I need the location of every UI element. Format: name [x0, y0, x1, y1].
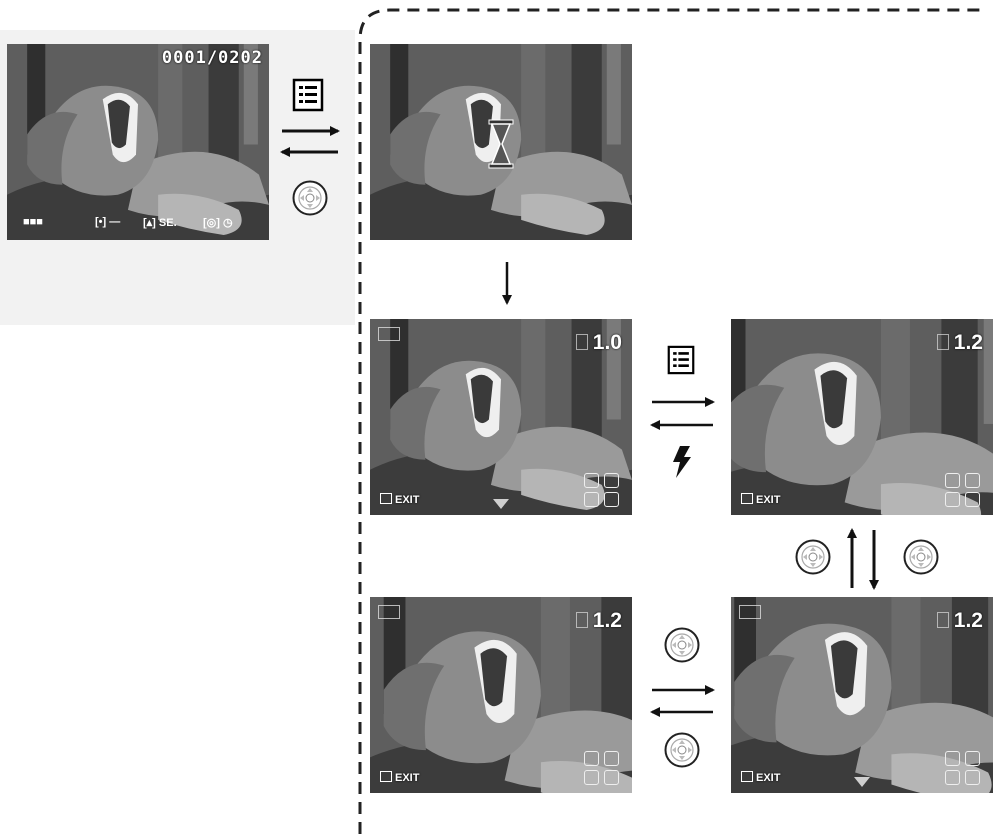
processing-screen — [370, 44, 632, 240]
image-counter: 0001/0202 — [161, 48, 263, 68]
zoom-level: 1.0 — [592, 331, 622, 354]
zoom-indicator-icon — [576, 612, 588, 628]
zoom-controls-icon — [945, 473, 985, 509]
dpad-right-icon — [903, 539, 939, 575]
zoom-screen-1-2-panned-down: 1.2 EXIT — [731, 597, 993, 793]
zoom-level: 1.2 — [953, 331, 983, 354]
exit-label: EXIT — [380, 493, 419, 506]
hourglass-icon — [488, 119, 514, 169]
zoom-screen-1-0: 1.0 EXIT — [370, 319, 632, 515]
zoom-controls-icon — [584, 751, 624, 787]
exit-label: EXIT — [741, 493, 780, 506]
zoom-level: 1.2 — [953, 609, 983, 632]
flash-icon — [673, 446, 691, 478]
zoom-screen-1-2: 1.2 EXIT — [731, 319, 993, 515]
dpad-down-icon — [664, 732, 700, 768]
zoom-controls-icon — [584, 473, 624, 509]
dpad-center-icon — [292, 180, 328, 216]
menu-icon — [292, 78, 324, 112]
dpad-left-icon — [795, 539, 831, 575]
zoom-indicator-icon — [937, 334, 949, 350]
zoom-indicator-icon — [576, 334, 588, 350]
playback-mode-icon — [378, 327, 400, 341]
down-indicator — [854, 777, 870, 787]
zoom-screen-1-2-panned-left: 1.2 EXIT — [370, 597, 632, 793]
playback-screen: 0001/0202 ■■■ [•] — [▴] SE. [◎] ◷ — [7, 44, 269, 240]
exit-label: EXIT — [741, 771, 780, 784]
playback-mode-icon — [739, 605, 761, 619]
playback-status-bar: ■■■ [•] — [▴] SE. [◎] ◷ — [23, 216, 233, 229]
zoom-indicator-icon — [937, 612, 949, 628]
zoom-controls-icon — [945, 751, 985, 787]
zoom-mode-boundary — [358, 8, 987, 834]
menu-icon — [667, 345, 695, 375]
zoom-level: 1.2 — [592, 609, 622, 632]
exit-label: EXIT — [380, 771, 419, 784]
dpad-up-icon — [664, 627, 700, 663]
down-indicator — [493, 499, 509, 509]
playback-mode-icon — [378, 605, 400, 619]
